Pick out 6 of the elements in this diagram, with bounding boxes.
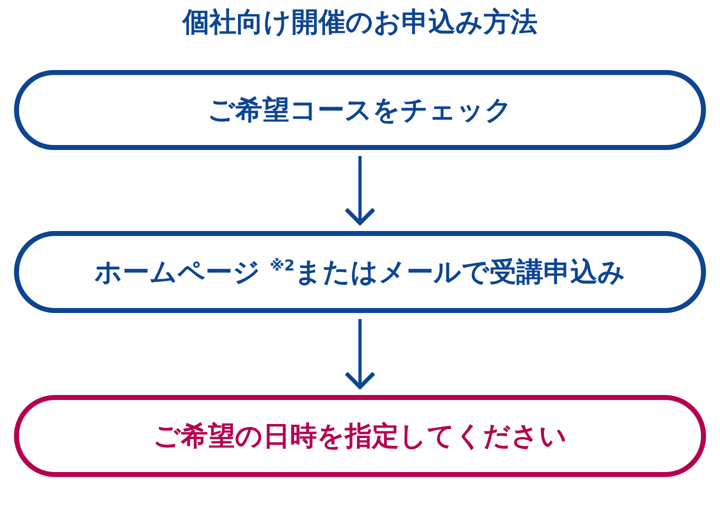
arrow xyxy=(344,319,376,389)
step-text: ホームページ $^{※2}$またはメールで受講申込み xyxy=(94,256,626,290)
title: 個社向け開催のお申込み方法 xyxy=(180,6,538,40)
step-text: ご希望コースをチェック xyxy=(208,94,512,128)
arrow xyxy=(344,156,376,225)
step-text: ご希望の日時を指定してください xyxy=(153,420,567,454)
